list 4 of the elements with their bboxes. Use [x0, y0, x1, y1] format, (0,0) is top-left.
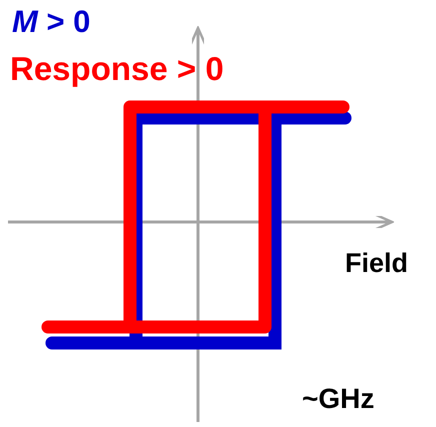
- axis-label: Field: [345, 250, 408, 277]
- frequency-label: ~GHz: [302, 385, 374, 413]
- response-label: Response > 0: [10, 52, 224, 85]
- magnetization-label: M > 0: [12, 6, 90, 37]
